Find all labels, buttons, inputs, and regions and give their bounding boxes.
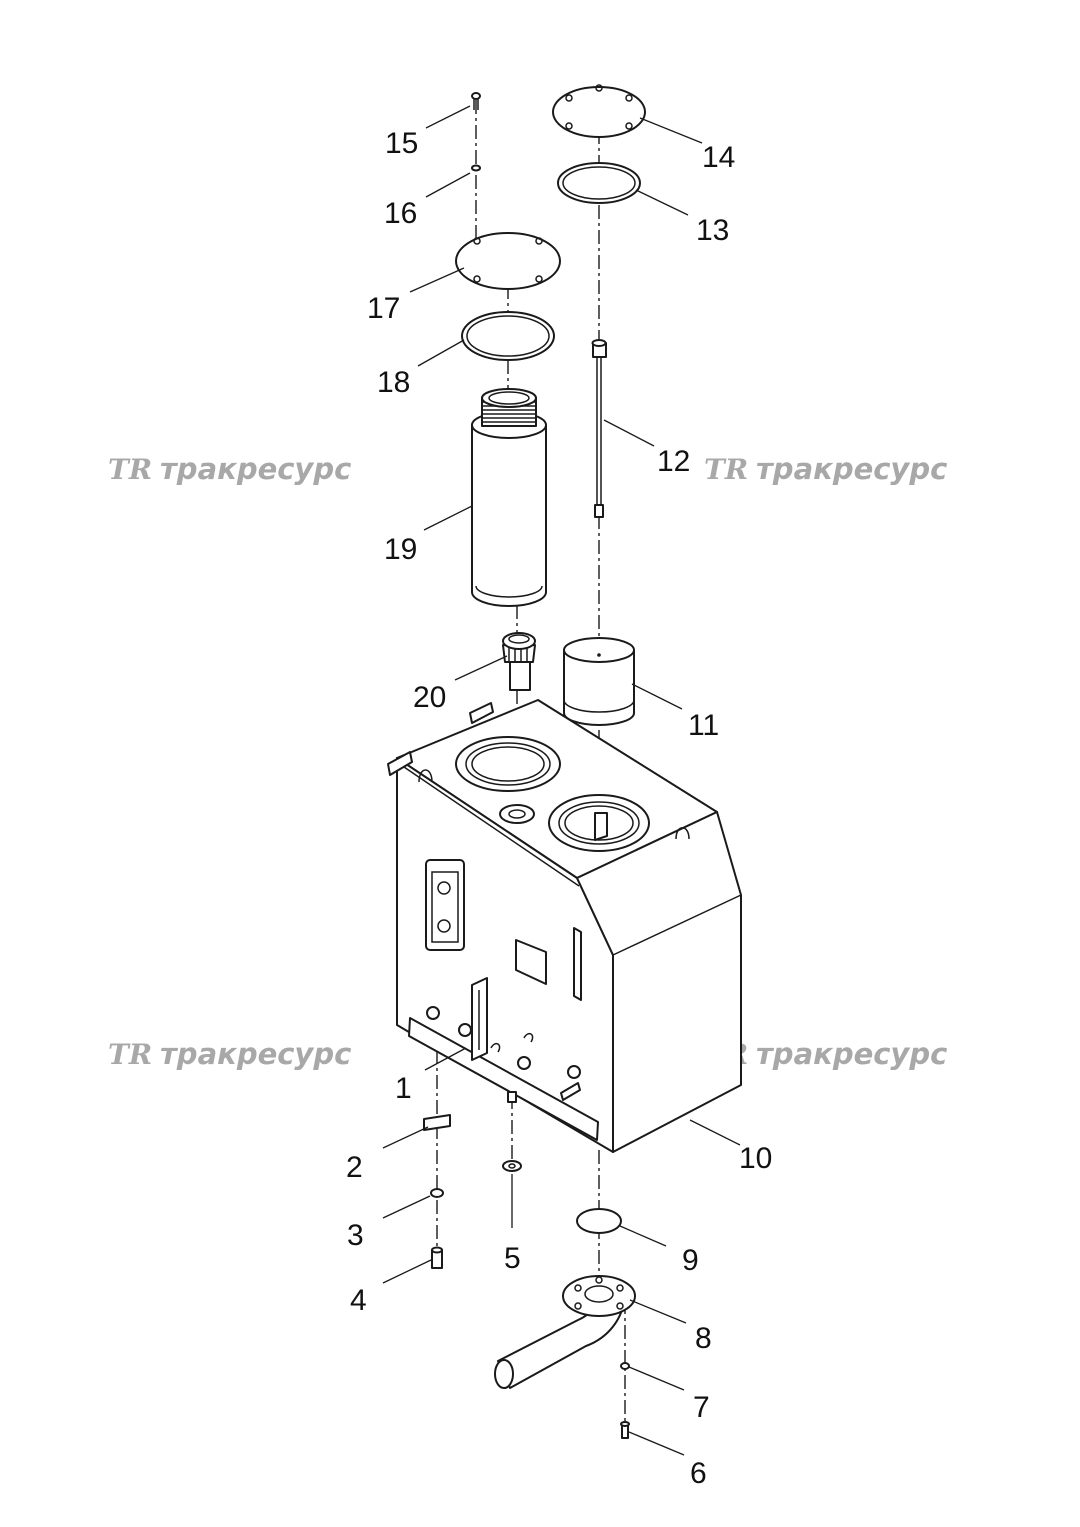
part-5-drain-plug — [502, 1091, 522, 1172]
callout-2: 2 — [346, 1151, 363, 1184]
callout-19: 19 — [384, 533, 417, 566]
part-6-bolt — [620, 1421, 630, 1439]
callout-17: 17 — [367, 292, 400, 325]
watermark-logo: TR — [704, 453, 748, 486]
part-12-dipstick — [591, 339, 607, 518]
part-4-bolt — [431, 1246, 443, 1269]
callout-11: 11 — [688, 709, 719, 742]
watermark-top-right: TR тракресурс — [704, 452, 947, 486]
callout-12: 12 — [657, 445, 690, 478]
part-20-breather — [502, 632, 536, 691]
callout-4: 4 — [350, 1284, 367, 1317]
callout-13: 13 — [696, 214, 729, 247]
callout-20: 20 — [413, 681, 446, 714]
watermark-text: тракресурс — [160, 1037, 351, 1071]
callout-labels: 15 16 17 18 19 20 14 13 12 11 10 1 2 3 4… — [346, 127, 772, 1490]
callout-1: 1 — [395, 1072, 412, 1105]
callout-15: 15 — [385, 127, 418, 160]
callout-8: 8 — [695, 1322, 712, 1355]
leader-lines — [382, 105, 741, 1456]
watermark-text: тракресурс — [756, 452, 947, 486]
callout-14: 14 — [702, 141, 735, 174]
watermark-bottom-left: TR тракресурс — [108, 1037, 351, 1071]
part-2-plate — [423, 1114, 451, 1131]
part-1-bracket — [408, 977, 599, 1141]
watermark-logo: TR — [108, 1038, 152, 1071]
callout-10: 10 — [739, 1142, 772, 1175]
callout-7: 7 — [693, 1391, 710, 1424]
watermark-top-left: TR тракресурс — [108, 452, 351, 486]
part-8-suction-pipe — [494, 1275, 636, 1389]
part-19-filter-element — [471, 388, 547, 607]
part-16-washer — [471, 164, 481, 172]
watermark-logo: TR — [108, 453, 152, 486]
part-17-cover-plate — [455, 232, 561, 290]
callout-5: 5 — [504, 1242, 521, 1275]
callout-16: 16 — [384, 197, 417, 230]
part-9-o-ring — [576, 1208, 622, 1234]
watermark-text: тракресурс — [756, 1037, 947, 1071]
part-11-strainer — [563, 637, 635, 726]
part-15-bolt — [471, 92, 481, 110]
watermark-text: тракресурс — [160, 452, 351, 486]
part-13-o-ring — [557, 162, 641, 204]
callout-18: 18 — [377, 366, 410, 399]
part-7-washer — [620, 1362, 630, 1370]
part-18-o-ring — [461, 311, 555, 361]
callout-3: 3 — [347, 1219, 364, 1252]
callout-9: 9 — [682, 1244, 699, 1277]
part-10-hydraulic-tank — [387, 699, 742, 1153]
callout-6: 6 — [690, 1457, 707, 1490]
part-14-cover — [552, 84, 646, 138]
part-3-washer — [430, 1188, 444, 1198]
